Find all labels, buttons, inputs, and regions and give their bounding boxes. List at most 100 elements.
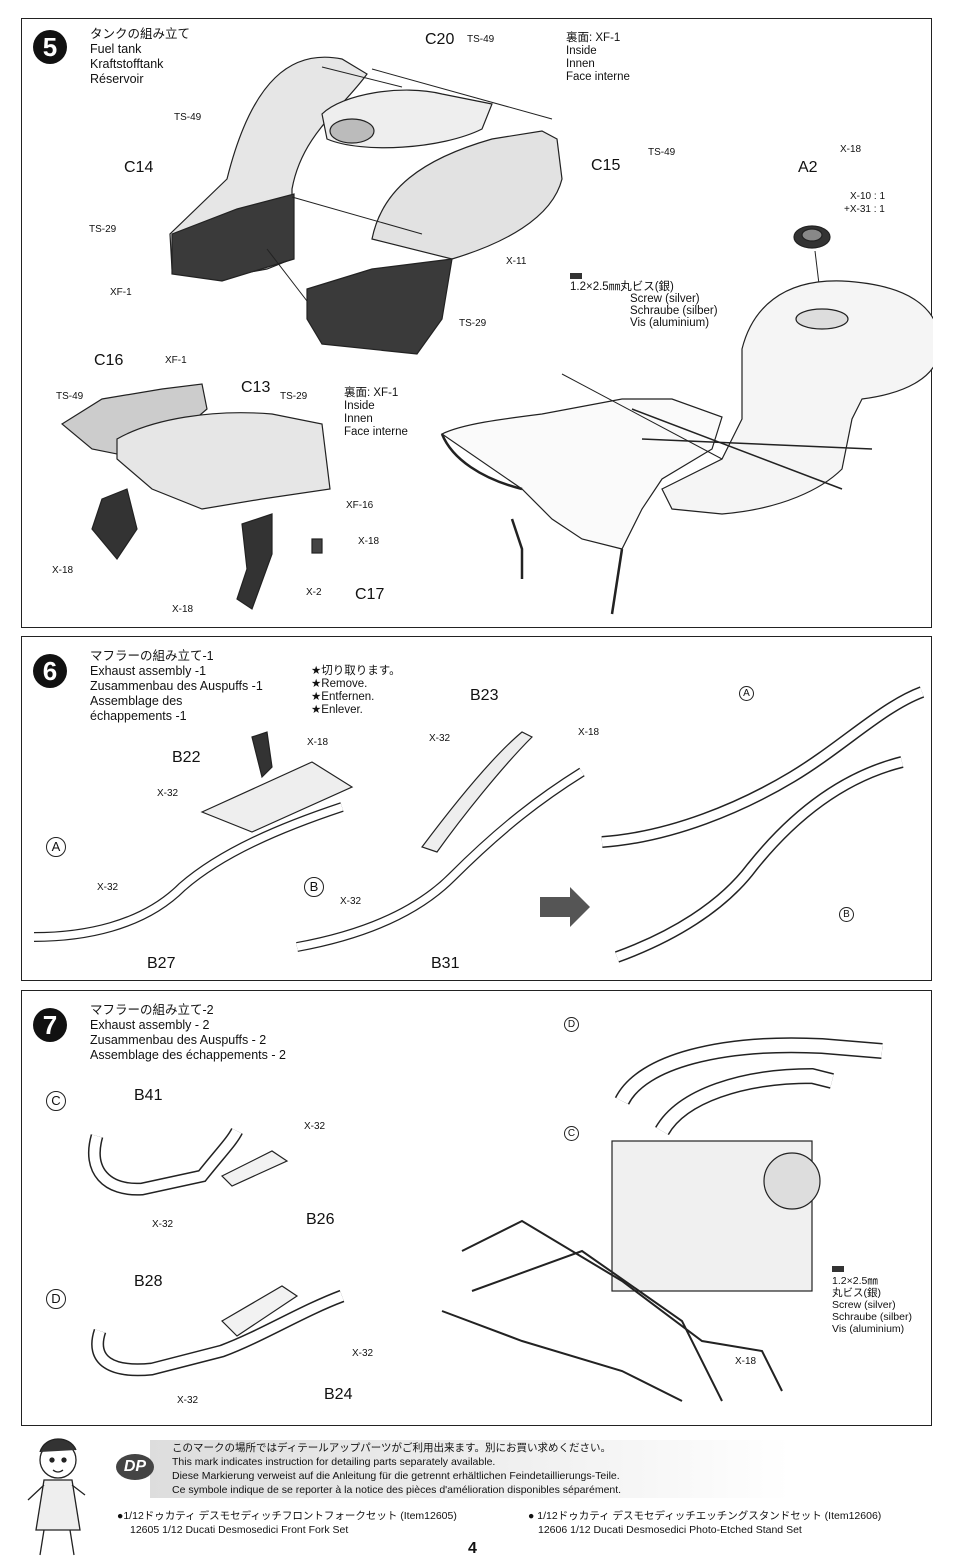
step5-title-fr: Réservoir <box>90 72 144 86</box>
step6-title-fr2: échappements -1 <box>90 709 187 723</box>
remove-note-ja: ★切り取ります。 <box>311 665 401 677</box>
screw-note: 1.2×2.5㎜ 丸ビス(銀) Screw (silver) Schraube … <box>832 1266 912 1335</box>
step6-title-de: Zusammenbau des Auspuffs -1 <box>90 679 263 693</box>
item-12606-en: 12606 1/12 Ducati Desmosedici Photo-Etch… <box>538 1524 802 1536</box>
paint-x2: X-2 <box>306 587 322 598</box>
inside-note-ja: 裏面: XF-1 <box>344 387 399 399</box>
step6-title-en: Exhaust assembly -1 <box>90 664 207 678</box>
step5-number: 5 <box>33 30 67 64</box>
step6-title-fr1: Assemblage des <box>90 694 183 708</box>
part-c13: C13 <box>241 379 271 396</box>
paint-mix-x10: X-10 : 1 <box>850 191 886 202</box>
marker-d: D <box>564 1017 579 1032</box>
part-b22: B22 <box>172 749 201 766</box>
step5-title-de: Kraftstofftank <box>90 57 164 71</box>
page-number: 4 <box>468 1540 477 1557</box>
step5-title: タンクの組み立て Fuel tank Kraftstofftank Réserv… <box>90 27 190 87</box>
screw-icon <box>570 273 582 279</box>
part-b23: B23 <box>470 687 499 704</box>
item-12605-ja: ●1/12ドゥカティ デスモセディッチフロントフォークセット (Item1260… <box>117 1510 457 1522</box>
inside-note-1: 裏面: XF-1 Inside Innen Face interne <box>566 32 630 84</box>
part-c20: C20 <box>425 31 455 48</box>
remove-note-en: ★Remove. <box>311 678 368 690</box>
paint-xf16: XF-16 <box>346 500 374 511</box>
step7-number: 7 <box>33 1008 67 1042</box>
paint-mix-x31: +X-31 : 1 <box>844 204 885 215</box>
paint-x18: X-18 <box>840 144 862 155</box>
part-b24: B24 <box>324 1386 353 1403</box>
step7-title-de: Zusammenbau des Auspuffs - 2 <box>90 1033 267 1047</box>
paint-x32: X-32 <box>340 896 362 907</box>
paint-x32: X-32 <box>177 1395 199 1406</box>
paint-x32: X-32 <box>157 788 179 799</box>
inside-note-de: Innen <box>344 413 373 425</box>
paint-x32: X-32 <box>152 1219 174 1230</box>
screw-note-en: Screw (silver) <box>832 1299 896 1311</box>
paint-ts49: TS-49 <box>648 147 676 158</box>
paint-xf1: XF-1 <box>110 287 132 298</box>
marker-c: C <box>564 1126 579 1141</box>
screw-note-fr: Vis (aluminium) <box>630 317 710 329</box>
paint-x18: X-18 <box>358 536 380 547</box>
step6-number: 6 <box>33 654 67 688</box>
screw-size: 1.2×2.5㎜ <box>832 1275 878 1287</box>
paint-x18: X-18 <box>578 727 600 738</box>
remove-note-de: ★Entfernen. <box>311 691 375 703</box>
marker-b: B <box>839 907 854 922</box>
footer: DP このマークの場所ではディテールアップパーツがご利用出来ます。別にお買い求め… <box>0 1430 957 1565</box>
inside-note-fr: Face interne <box>566 71 630 83</box>
paint-ts29: TS-29 <box>459 318 487 329</box>
screw-icon <box>832 1266 844 1272</box>
inside-note-2: 裏面: XF-1 Inside Innen Face interne <box>344 387 408 439</box>
step5-title-en: Fuel tank <box>90 42 142 56</box>
part-c14: C14 <box>124 159 154 176</box>
step7-title: マフラーの組み立て-2 Exhaust assembly - 2 Zusamme… <box>90 1003 286 1063</box>
part-b41: B41 <box>134 1087 163 1104</box>
inside-note-de: Innen <box>566 58 595 70</box>
detail-parts-banner <box>150 1440 790 1498</box>
paint-x32: X-32 <box>304 1121 326 1132</box>
dp-note-de: Diese Markierung verweist auf die Anleit… <box>172 1470 620 1482</box>
step7-title-fr: Assemblage des échappements - 2 <box>90 1048 286 1062</box>
step7-title-ja: マフラーの組み立て-2 <box>90 1003 214 1017</box>
mascot-illustration <box>27 1438 86 1556</box>
dp-note-en: This mark indicates instruction for deta… <box>172 1456 496 1468</box>
step6-panel: 6 マフラーの組み立て-1 Exhaust assembly -1 Zusamm… <box>21 636 932 981</box>
paint-ts29: TS-29 <box>89 224 117 235</box>
screw-note-de: Schraube (silber) <box>630 305 718 317</box>
item-12606-ja: ● 1/12ドゥカティ デスモセディッチエッチングスタンドセット (Item12… <box>528 1510 882 1522</box>
remove-note-fr: ★Enlever. <box>311 704 363 716</box>
part-a2: A2 <box>798 159 818 176</box>
marker-b: B <box>304 877 324 897</box>
step7-drawing <box>87 1037 883 1402</box>
paint-x18: X-18 <box>52 565 74 576</box>
paint-ts29: TS-29 <box>280 391 308 402</box>
item-12605-en: 12605 1/12 Ducati Desmosedici Front Fork… <box>130 1524 349 1536</box>
dp-note-fr: Ce symbole indique de se reporter à la n… <box>172 1484 622 1496</box>
paint-x32: X-32 <box>352 1348 374 1359</box>
screw-note-ja: 丸ビス(銀) <box>832 1287 881 1299</box>
dp-icon: DP <box>116 1454 154 1480</box>
part-c15: C15 <box>591 157 621 174</box>
screw-note-en: Screw (silver) <box>630 293 700 305</box>
inside-note-fr: Face interne <box>344 426 408 438</box>
marker-a: A <box>46 837 66 857</box>
paint-ts49: TS-49 <box>467 34 495 45</box>
remove-note: ★切り取ります。 ★Remove. ★Entfernen. ★Enlever. <box>311 665 401 717</box>
screw-note-fr: Vis (aluminium) <box>832 1323 905 1335</box>
screw-note-ja: 1.2×2.5㎜丸ビス(銀) <box>570 281 674 293</box>
step5-drawing <box>60 56 933 615</box>
paint-x18: X-18 <box>307 737 329 748</box>
screw-note-de: Schraube (silber) <box>832 1311 912 1323</box>
part-c16: C16 <box>94 352 124 369</box>
part-b31: B31 <box>431 955 460 972</box>
marker-c: C <box>46 1091 66 1111</box>
step7-panel: 7 マフラーの組み立て-2 Exhaust assembly - 2 Zusam… <box>21 990 932 1426</box>
paint-xf1: XF-1 <box>165 355 187 366</box>
marker-a: A <box>739 686 754 701</box>
part-b28: B28 <box>134 1273 163 1290</box>
step5-title-ja: タンクの組み立て <box>90 27 191 41</box>
marker-d: D <box>46 1289 66 1309</box>
step6-drawing <box>33 686 925 963</box>
part-b27: B27 <box>147 955 176 972</box>
